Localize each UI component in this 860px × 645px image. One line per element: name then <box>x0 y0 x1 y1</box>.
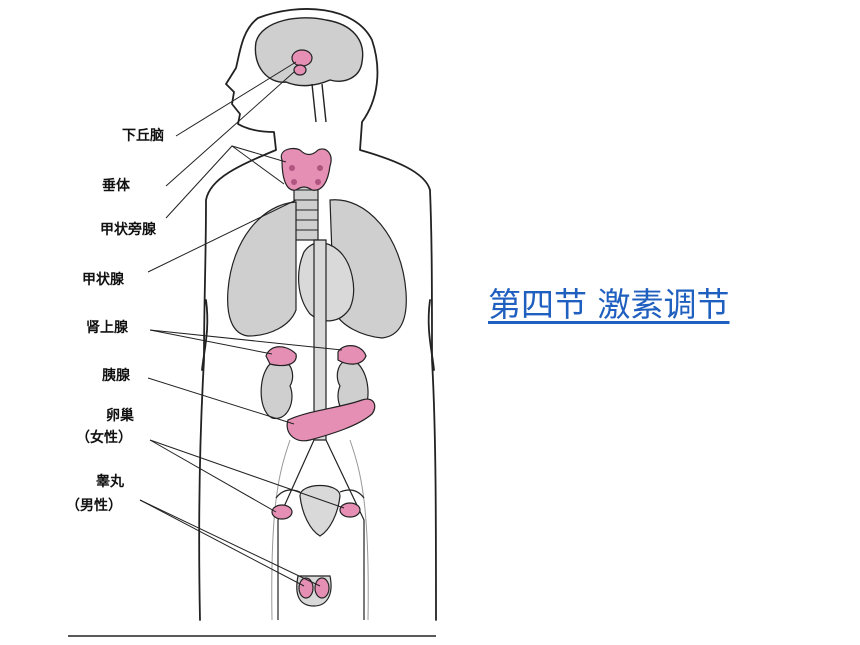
label-pancreas: 胰腺 <box>102 368 130 384</box>
label-testis-note: （男性） <box>66 498 122 514</box>
label-pituitary: 垂体 <box>102 178 130 194</box>
pancreas-gland <box>286 398 376 442</box>
leader-pancreas <box>147 377 295 425</box>
label-adrenal: 肾上腺 <box>86 320 128 336</box>
leader-ovary-b <box>149 439 345 509</box>
section-title-link[interactable]: 第四节 激素调节 <box>488 285 730 324</box>
leader-hypothalamus <box>175 61 297 137</box>
left-testis <box>298 577 314 599</box>
right-testis <box>314 577 330 599</box>
leader-parathyroid-a <box>165 145 287 219</box>
thyroid-gland <box>280 147 332 191</box>
leader-testis-b <box>139 499 321 587</box>
pituitary-gland <box>293 64 307 76</box>
uterus <box>299 485 341 537</box>
leader-parathyroid-b <box>231 145 285 185</box>
leader-adrenal-a <box>149 329 273 355</box>
hypothalamus-gland <box>291 49 313 67</box>
label-thyroid: 甲状腺 <box>82 272 124 288</box>
leader-thyroid <box>147 199 297 273</box>
leader-testis-a <box>139 499 305 587</box>
label-testis: 睾丸 <box>96 474 124 490</box>
leader-adrenal-b <box>149 329 343 351</box>
right-adrenal-gland <box>337 345 367 365</box>
label-ovary-note: （女性） <box>76 430 132 446</box>
left-adrenal-gland <box>265 346 297 367</box>
label-ovary: 卵巢 <box>106 408 134 424</box>
left-kidney <box>260 359 294 419</box>
leader-pituitary <box>165 71 295 187</box>
label-hypothalamus: 下丘脑 <box>122 128 164 144</box>
left-lung <box>227 201 297 337</box>
leader-ovary-a <box>149 439 277 513</box>
label-parathyroid: 甲状旁腺 <box>100 222 156 238</box>
body-outline <box>198 8 437 621</box>
left-ovary <box>271 504 293 520</box>
right-ovary <box>339 502 361 518</box>
